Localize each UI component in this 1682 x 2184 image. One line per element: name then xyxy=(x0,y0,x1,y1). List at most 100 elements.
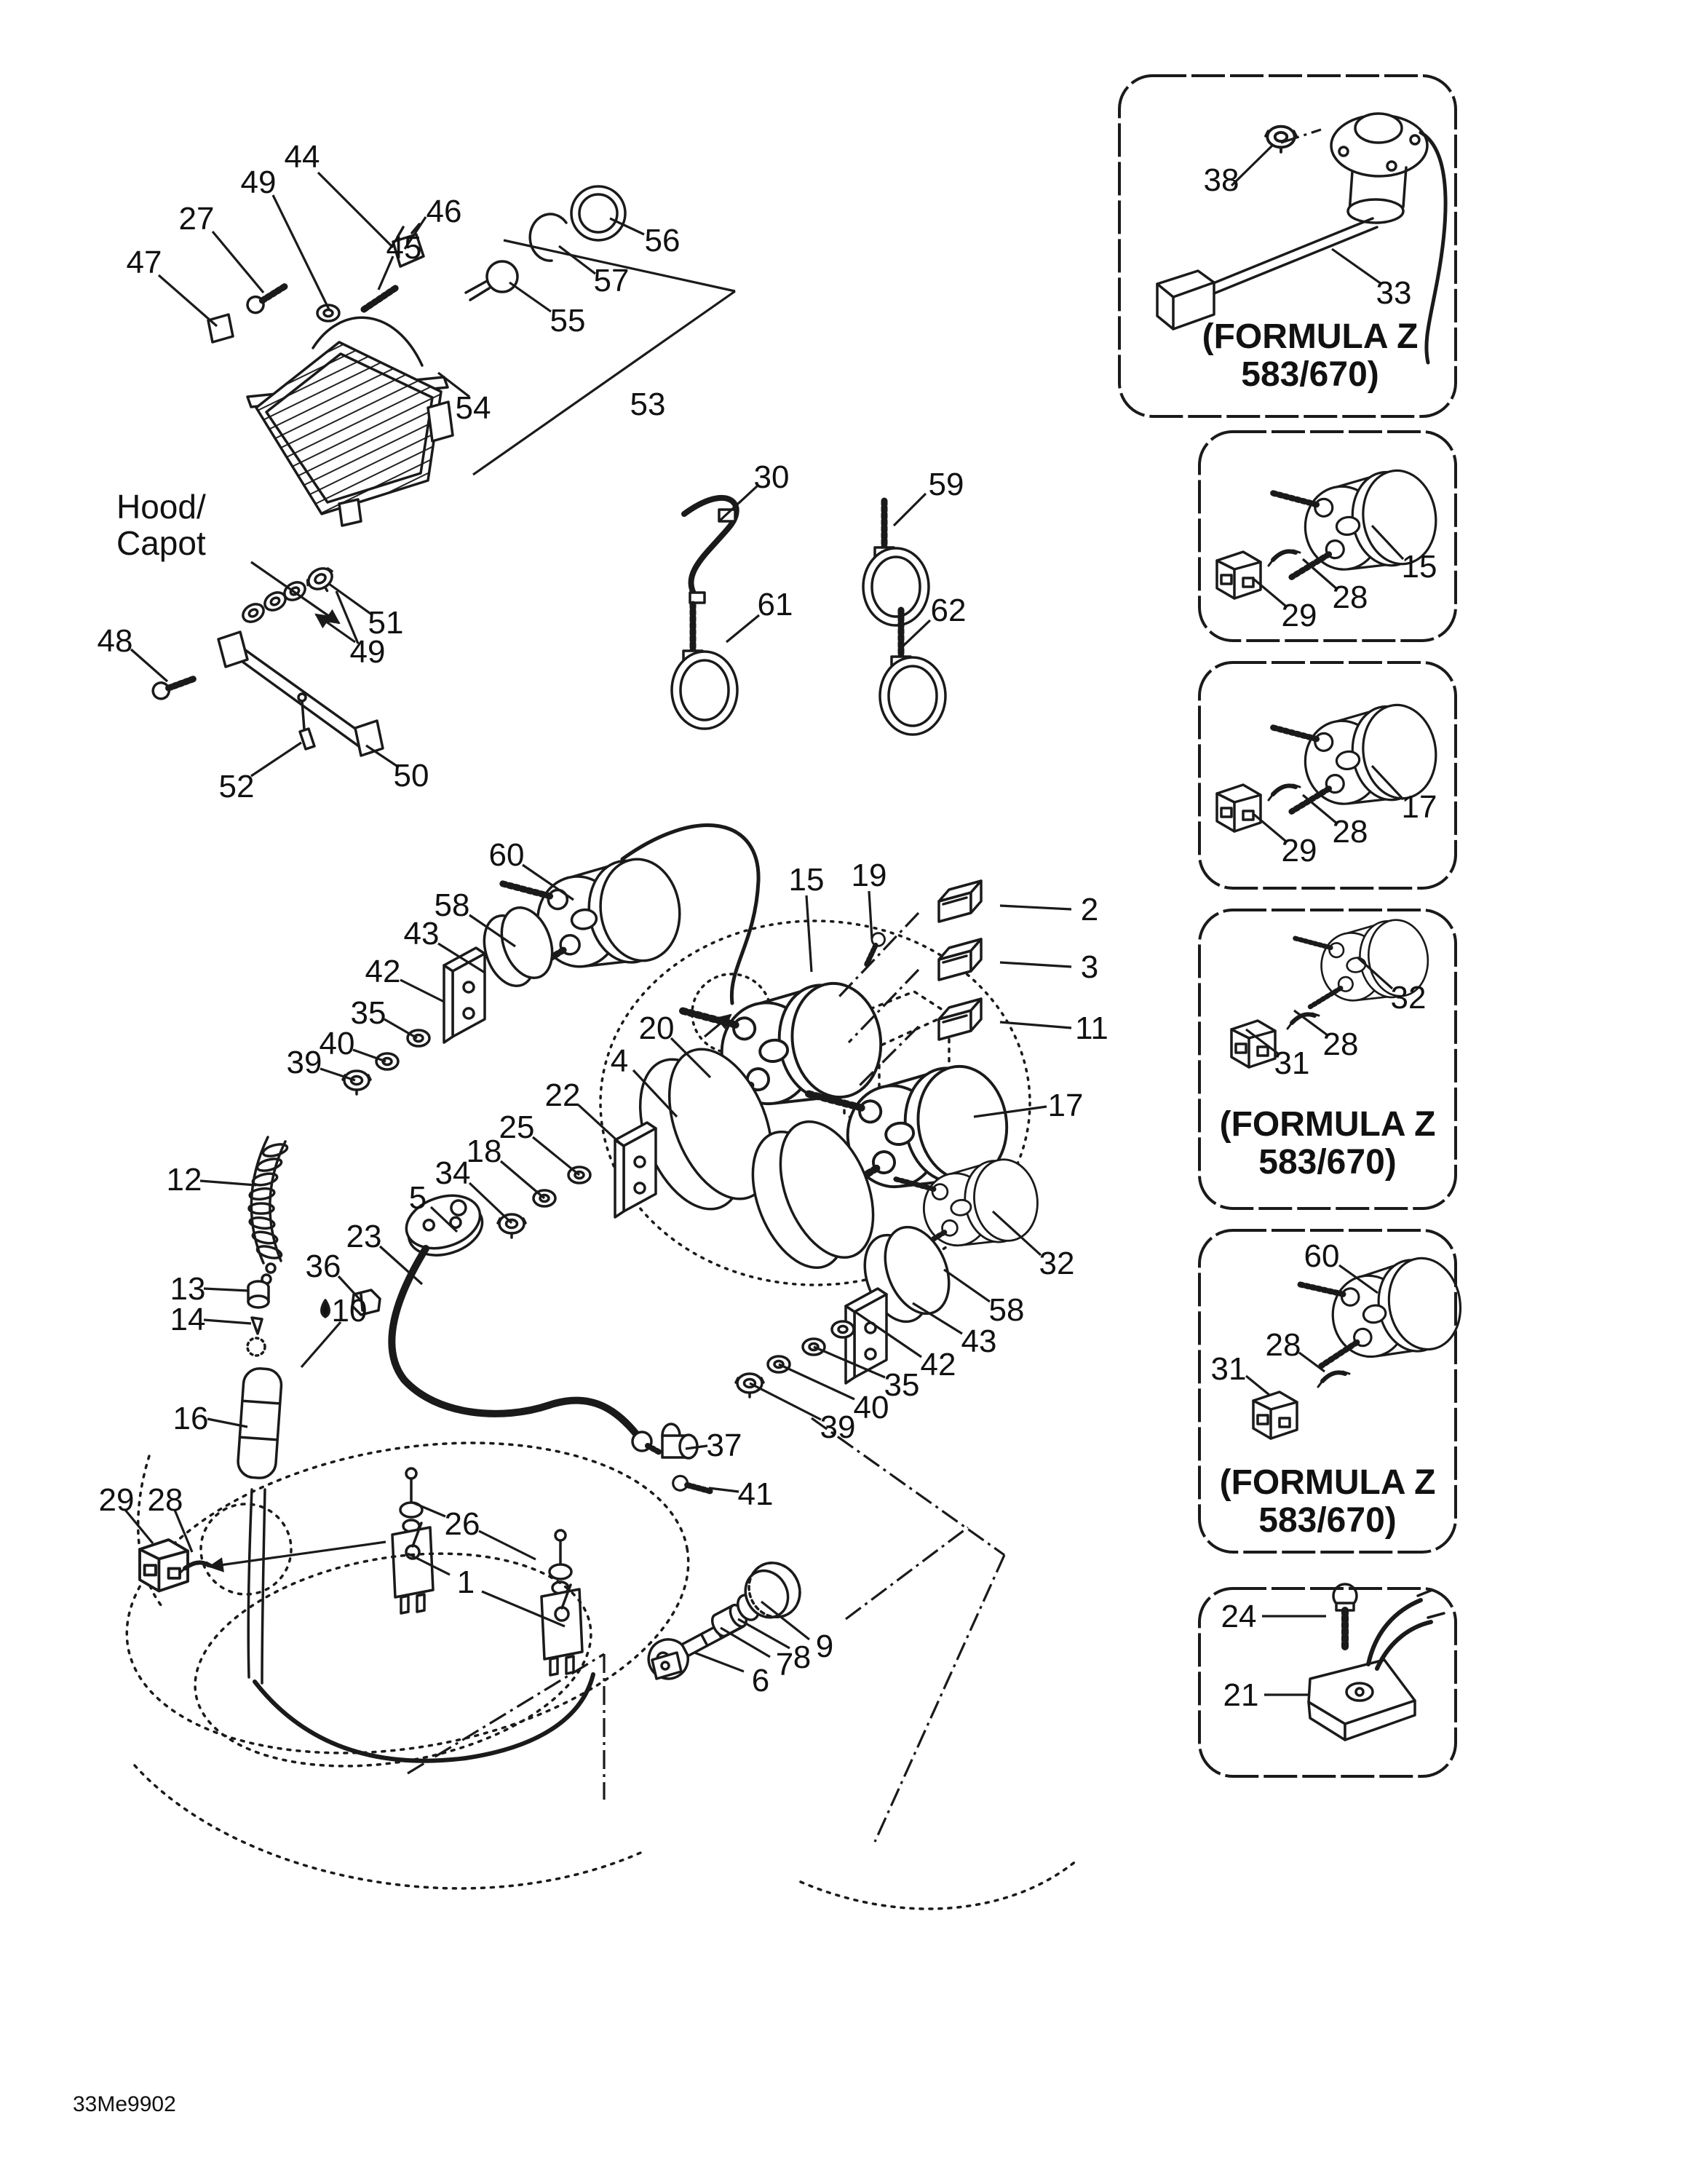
leader-line xyxy=(1293,1009,1328,1037)
leader-line xyxy=(509,281,552,313)
leader-line xyxy=(173,1509,194,1553)
leader-line xyxy=(250,561,341,625)
part-callout-52: 52 xyxy=(219,769,255,804)
inset-box-1 xyxy=(1118,74,1457,418)
part-callout-43: 43 xyxy=(404,916,440,951)
leader-line xyxy=(1370,764,1405,801)
leader-line xyxy=(868,890,873,940)
leader-line xyxy=(352,1048,386,1063)
leader-line xyxy=(499,1160,546,1200)
leader-line xyxy=(378,1245,424,1286)
leader-line xyxy=(199,1179,257,1187)
part-callout-27: 27 xyxy=(179,201,215,237)
leader-line xyxy=(609,217,645,236)
part-callout-49: 49 xyxy=(241,165,277,200)
leader-line xyxy=(400,978,445,1003)
part-callout-37: 37 xyxy=(707,1428,742,1463)
leader-line xyxy=(1301,794,1339,826)
part-callout-17: 17 xyxy=(1402,789,1437,825)
part-callout-30: 30 xyxy=(754,459,790,495)
leader-line xyxy=(130,648,169,683)
leader-line xyxy=(407,1653,605,1775)
hood-bar-drawing xyxy=(151,562,384,757)
part-callout-31: 31 xyxy=(1211,1351,1247,1387)
part-callout-28: 28 xyxy=(1333,579,1368,615)
part-callout-31: 31 xyxy=(1274,1045,1310,1081)
leader-line xyxy=(365,744,400,769)
leader-line xyxy=(407,1552,451,1576)
part-callout-17: 17 xyxy=(1048,1088,1084,1123)
part-callout-35: 35 xyxy=(351,995,386,1031)
leader-line xyxy=(468,1182,513,1224)
part-callout-5: 5 xyxy=(409,1180,427,1216)
leader-line xyxy=(203,1287,250,1292)
leader-line xyxy=(211,230,265,294)
part-callout-56: 56 xyxy=(645,223,681,258)
leader-line xyxy=(805,895,813,973)
part-callout-48: 48 xyxy=(98,623,133,659)
leader-line xyxy=(377,256,394,290)
diagram-text: (FORMULA Z xyxy=(1220,1105,1436,1144)
leader-line xyxy=(873,1554,1006,1843)
headlight-drawing xyxy=(207,185,627,527)
part-callout-40: 40 xyxy=(320,1026,355,1061)
leader-line xyxy=(207,1417,248,1428)
part-callout-38: 38 xyxy=(1204,162,1239,198)
part-callout-34: 34 xyxy=(435,1155,471,1191)
leader-line xyxy=(749,1382,822,1421)
part-callout-15: 15 xyxy=(789,862,825,898)
part-callout-26: 26 xyxy=(445,1506,480,1542)
leader-line xyxy=(912,1302,963,1335)
part-callout-59: 59 xyxy=(929,467,964,502)
regulator-drawing xyxy=(1307,1583,1445,1741)
leader-line xyxy=(522,863,574,901)
leader-line xyxy=(481,1590,566,1628)
leader-line xyxy=(685,1444,708,1450)
leader-line xyxy=(1356,956,1394,990)
part-callout-15: 15 xyxy=(1402,549,1437,585)
part-callout-21: 21 xyxy=(1223,1677,1259,1713)
part-callout-28: 28 xyxy=(1333,814,1368,850)
leader-line xyxy=(1280,128,1322,144)
part-callout-9: 9 xyxy=(816,1629,833,1664)
leader-line xyxy=(1245,1028,1280,1056)
diagram-text: 583/670) xyxy=(1241,355,1379,394)
leader-line xyxy=(271,194,330,310)
part-callout-60: 60 xyxy=(1304,1238,1340,1274)
part-callout-3: 3 xyxy=(1081,949,1098,985)
leader-line xyxy=(203,1318,252,1325)
part-callout-44: 44 xyxy=(285,139,320,175)
leader-line xyxy=(845,1526,969,1621)
gauge-cluster-drawing xyxy=(341,823,1043,1398)
leader-line xyxy=(737,1618,790,1650)
leader-line xyxy=(558,245,596,275)
leader-line xyxy=(837,911,920,999)
leader-line xyxy=(1252,577,1287,607)
leader-line xyxy=(250,741,302,778)
part-callout-53: 53 xyxy=(630,387,666,422)
clip-screw-37-41 xyxy=(661,1423,713,1498)
part-callout-47: 47 xyxy=(127,245,162,280)
part-callout-42: 42 xyxy=(921,1347,956,1382)
part-callout-25: 25 xyxy=(499,1109,535,1145)
leader-line xyxy=(1331,248,1382,285)
leader-line xyxy=(300,1321,342,1369)
part-callout-49: 49 xyxy=(350,634,386,670)
part-callout-22: 22 xyxy=(545,1077,581,1113)
diagram-text: (FORMULA Z xyxy=(1202,317,1419,356)
diagram-text: 583/670) xyxy=(1258,1501,1397,1540)
part-callout-51: 51 xyxy=(368,605,404,641)
leader-line xyxy=(437,371,470,398)
leader-line xyxy=(437,942,485,974)
part-callout-13: 13 xyxy=(170,1271,206,1307)
fuel-sender-drawing xyxy=(1156,112,1448,365)
leader-line xyxy=(708,1487,739,1493)
part-callout-16: 16 xyxy=(173,1401,209,1436)
part-callout-28: 28 xyxy=(148,1482,183,1518)
leader-line xyxy=(813,1345,886,1379)
part-callout-29: 29 xyxy=(99,1482,135,1518)
part-callout-50: 50 xyxy=(394,758,429,794)
